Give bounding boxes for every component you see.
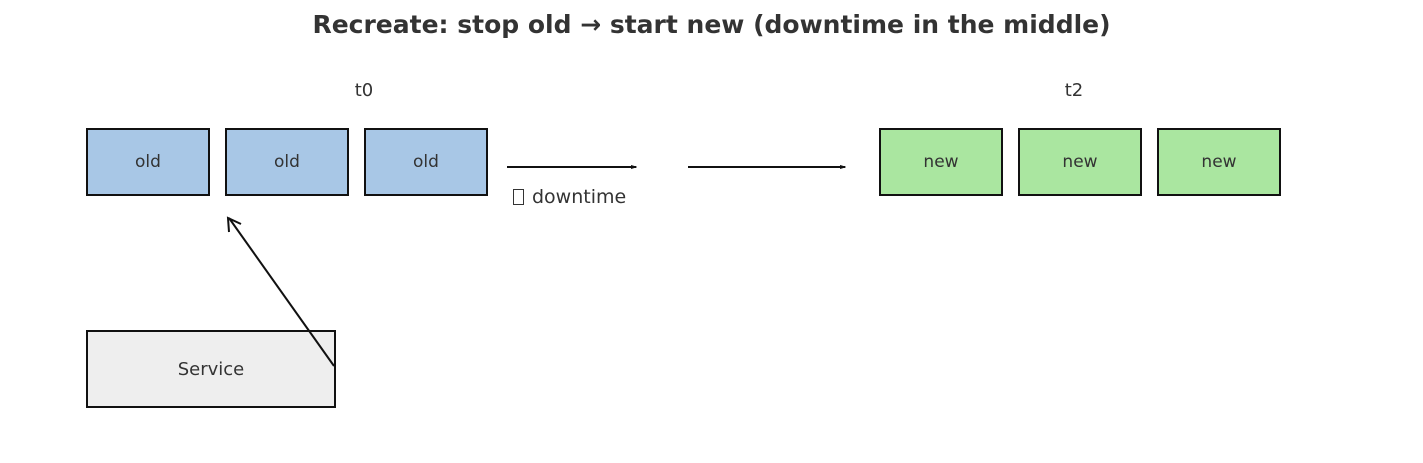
warning-icon xyxy=(513,189,524,205)
new-pod-label: new xyxy=(1201,152,1237,172)
service-to-old-arrow xyxy=(228,217,335,367)
service-arrow-head xyxy=(226,216,242,233)
phase-label-t2: t2 xyxy=(1064,80,1084,101)
old-pod-label: old xyxy=(135,152,161,172)
old-pod-3: old xyxy=(364,128,488,196)
downtime-label: downtime xyxy=(532,186,627,208)
new-pod-2: new xyxy=(1018,128,1142,196)
old-pod-1: old xyxy=(86,128,210,196)
new-pod-label: new xyxy=(1062,152,1098,172)
downtime-annotation: downtime xyxy=(513,186,626,208)
new-pod-3: new xyxy=(1157,128,1281,196)
diagram-title: Recreate: stop old → start new (downtime… xyxy=(312,10,1111,39)
service-label: Service xyxy=(177,358,245,380)
service-box: Service xyxy=(86,330,336,408)
new-pod-1: new xyxy=(879,128,1003,196)
new-pod-label: new xyxy=(923,152,959,172)
old-pod-2: old xyxy=(225,128,349,196)
old-pod-label: old xyxy=(413,152,439,172)
old-pod-label: old xyxy=(274,152,300,172)
phase-label-t0: t0 xyxy=(354,80,374,101)
